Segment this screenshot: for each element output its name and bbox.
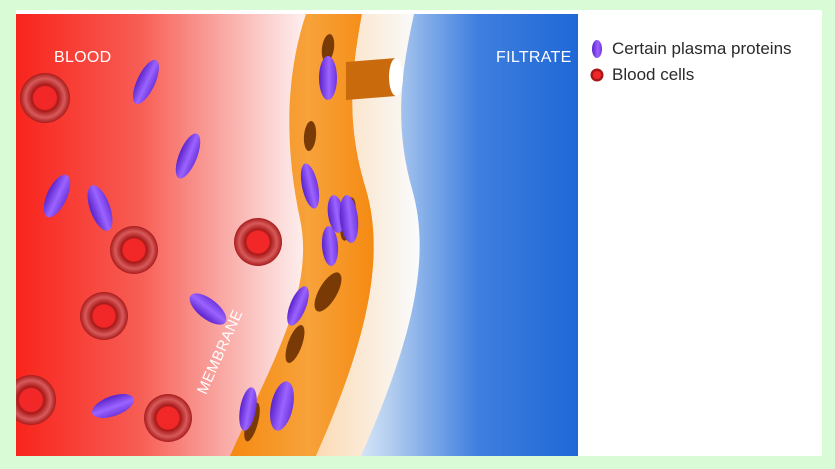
membrane-pore-channel: [346, 58, 396, 100]
blood-cell: [110, 226, 158, 274]
protein: [319, 56, 337, 100]
legend: Certain plasma proteins Blood cells: [590, 36, 792, 88]
filtrate-label: FILTRATE: [496, 49, 572, 67]
red-circle-icon: [590, 68, 604, 82]
blood-cell: [80, 292, 128, 340]
blood-cell: [20, 73, 70, 123]
legend-label-proteins: Certain plasma proteins: [612, 39, 792, 59]
membrane-pore-opening: [389, 58, 403, 96]
blood-cell: [234, 218, 282, 266]
legend-item-proteins: Certain plasma proteins: [590, 36, 792, 62]
legend-label-blood-cells: Blood cells: [612, 65, 694, 85]
legend-item-blood-cells: Blood cells: [590, 62, 792, 88]
blood-cell: [144, 394, 192, 442]
blood-label: BLOOD: [54, 49, 112, 67]
diagram-svg: [16, 14, 578, 456]
purple-oval-icon: [590, 39, 604, 59]
filtration-diagram: BLOOD FILTRATE MEMBRANE: [16, 14, 578, 456]
